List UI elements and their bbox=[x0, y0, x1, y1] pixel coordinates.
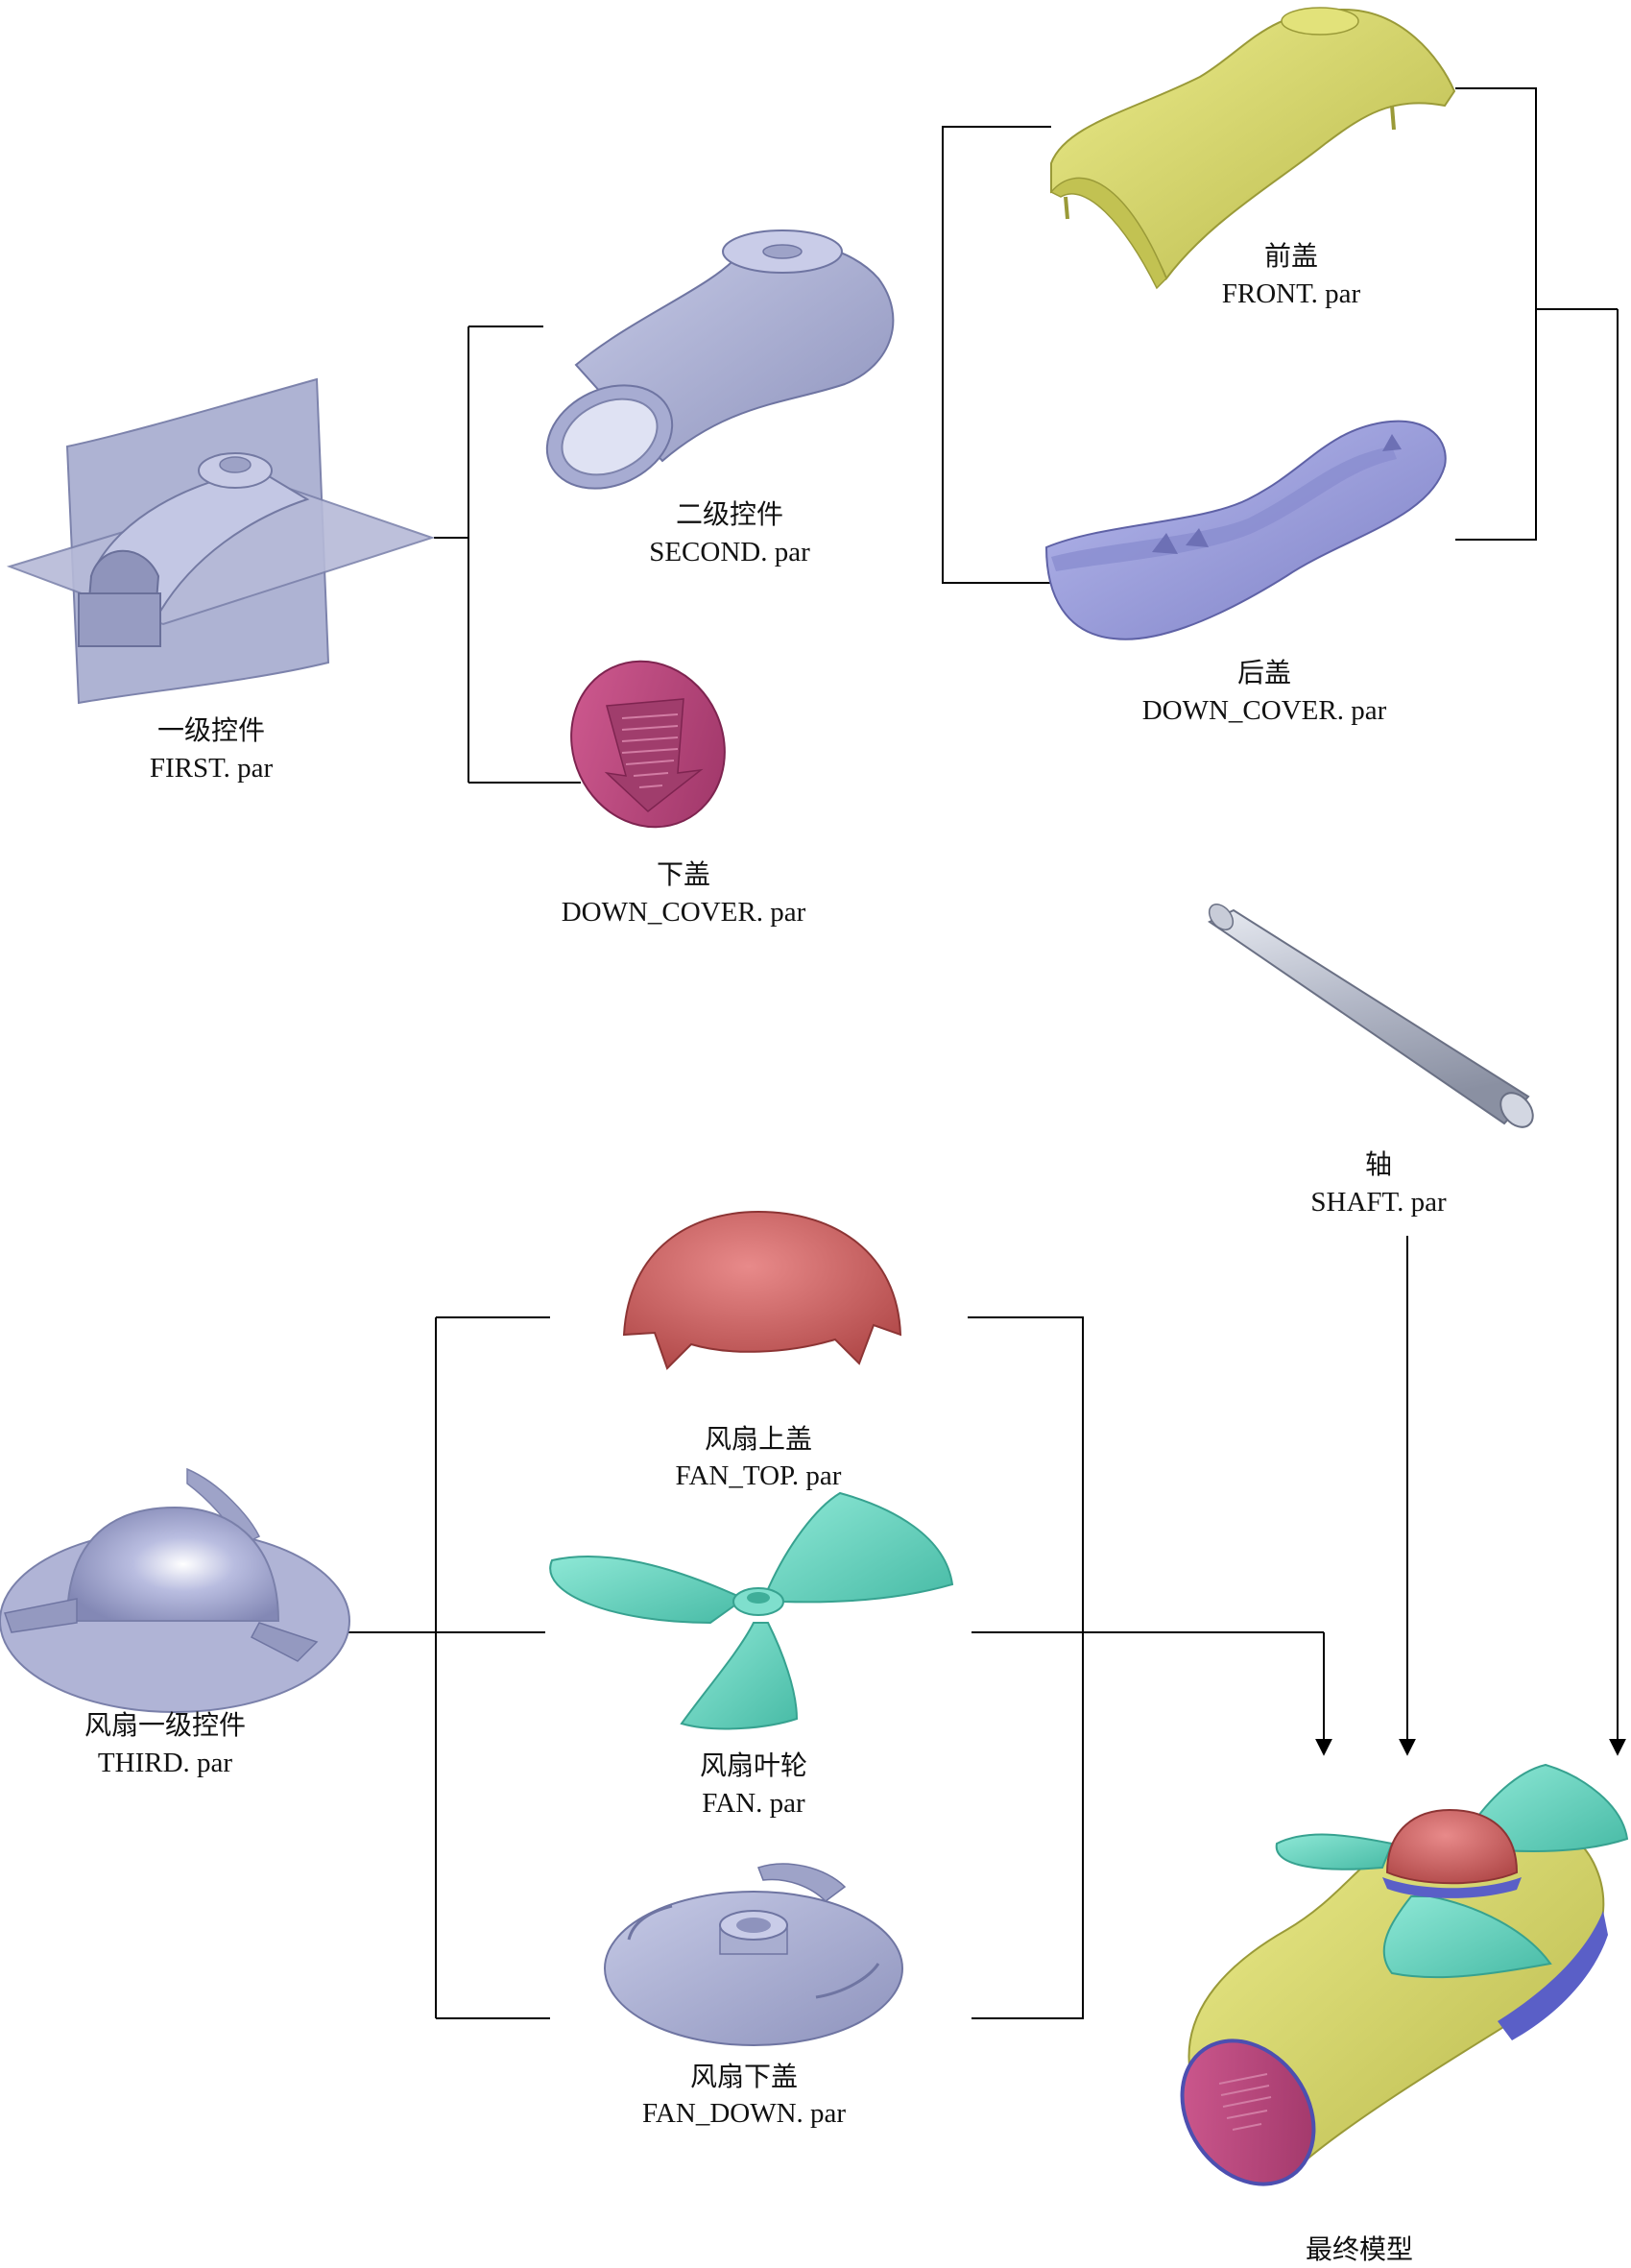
label-fan-down: 风扇下盖 FAN_DOWN. par bbox=[642, 2061, 846, 2129]
label-back-cover: 后盖 DOWN_COVER. par bbox=[1142, 657, 1387, 726]
label-back-cover-cn: 后盖 bbox=[1237, 657, 1291, 688]
label-fan-top-en: FAN_TOP. par bbox=[676, 1460, 842, 1491]
bracket-covers-right bbox=[1455, 87, 1618, 541]
label-third-cn: 风扇一级控件 bbox=[84, 1709, 246, 1741]
label-down-cover-en: DOWN_COVER. par bbox=[562, 897, 806, 928]
label-fan-cn: 风扇叶轮 bbox=[700, 1749, 807, 1781]
back-cover-illustration bbox=[1044, 420, 1447, 640]
label-fan-down-en: FAN_DOWN. par bbox=[642, 2098, 846, 2129]
bracket-first-split bbox=[434, 326, 581, 784]
label-shaft-en: SHAFT. par bbox=[1310, 1187, 1447, 1218]
label-second-en: SECOND. par bbox=[649, 537, 810, 567]
label-front: 前盖 FRONT. par bbox=[1222, 240, 1361, 309]
label-final: 最终模型 bbox=[1306, 2233, 1413, 2265]
label-third-en: THIRD. par bbox=[98, 1748, 232, 1778]
shaft-illustration bbox=[1208, 904, 1534, 1128]
third-part-illustration bbox=[0, 1467, 350, 1713]
label-third: 风扇一级控件 THIRD. par bbox=[84, 1709, 246, 1778]
bracket-third-left bbox=[348, 1316, 550, 2019]
label-fan: 风扇叶轮 FAN. par bbox=[700, 1749, 807, 1819]
label-final-cn: 最终模型 bbox=[1306, 2233, 1413, 2265]
label-first: 一级控件 FIRST. par bbox=[150, 714, 274, 784]
label-down-cover-cn: 下盖 bbox=[657, 858, 710, 890]
label-shaft-cn: 轴 bbox=[1365, 1148, 1392, 1180]
bracket-third-right bbox=[968, 1316, 1084, 2019]
label-front-en: FRONT. par bbox=[1222, 278, 1361, 309]
label-fan-en: FAN. par bbox=[702, 1788, 805, 1819]
label-second: 二级控件 SECOND. par bbox=[649, 498, 810, 567]
fan-blade-illustration bbox=[549, 1491, 954, 1730]
front-cover-illustration bbox=[1049, 7, 1456, 290]
fan-top-illustration bbox=[622, 1210, 902, 1370]
label-fan-down-cn: 风扇下盖 bbox=[690, 2061, 798, 2092]
label-fan-top: 风扇上盖 FAN_TOP. par bbox=[676, 1423, 842, 1491]
connectors bbox=[348, 87, 1626, 2019]
second-part-illustration bbox=[545, 229, 895, 490]
label-first-cn: 一级控件 bbox=[157, 714, 265, 746]
label-first-en: FIRST. par bbox=[150, 753, 274, 784]
label-second-cn: 二级控件 bbox=[676, 498, 783, 530]
final-model-illustration bbox=[1180, 1763, 1629, 2186]
first-part-illustration bbox=[6, 377, 436, 705]
label-fan-top-cn: 风扇上盖 bbox=[705, 1423, 812, 1455]
bracket-covers-left bbox=[942, 126, 1054, 584]
fan-down-illustration bbox=[604, 1863, 903, 2046]
label-shaft: 轴 SHAFT. par bbox=[1310, 1148, 1447, 1218]
label-back-cover-en: DOWN_COVER. par bbox=[1142, 695, 1387, 726]
label-down-cover: 下盖 DOWN_COVER. par bbox=[562, 858, 806, 928]
down-cover-illustration bbox=[570, 660, 726, 829]
label-front-cn: 前盖 bbox=[1264, 240, 1318, 272]
